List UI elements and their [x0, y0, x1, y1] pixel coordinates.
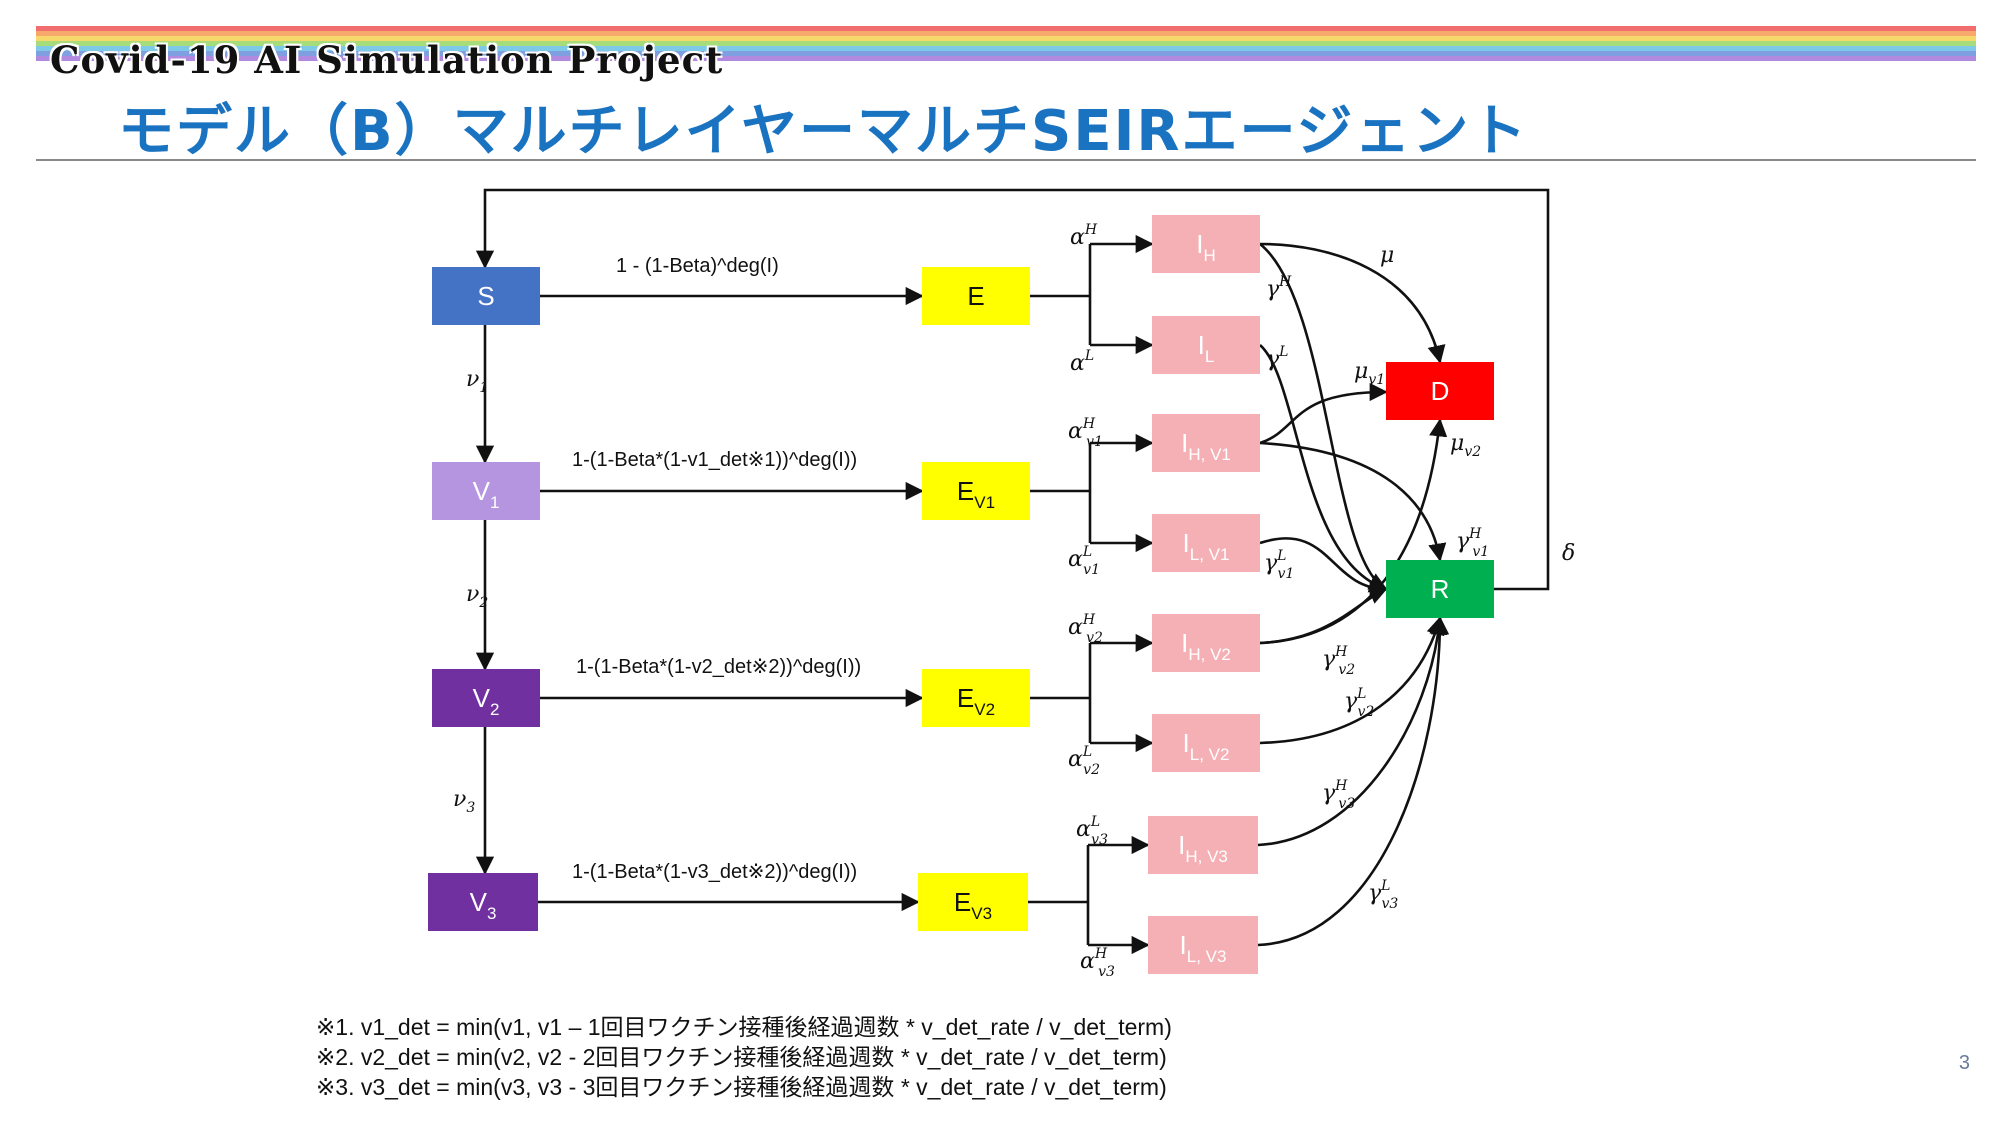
infection-label-v1: 1-(1-Beta*(1-v1_det※1))^deg(I)) [572, 449, 857, 471]
footnote-2: ※2. v2_det = min(v2, v2 - 2回目ワクチン接種後経過週数… [316, 1044, 1167, 1070]
curve-ilv1-to-r [1259, 537, 1388, 599]
rainbow-stripe [36, 36, 1976, 41]
curve-ilv2-to-r [1259, 616, 1445, 745]
page-number: 3 [1958, 1052, 1970, 1074]
node-box [1152, 414, 1260, 472]
node-box [1152, 316, 1260, 374]
node-v1: V1 [432, 462, 540, 520]
node-box [918, 873, 1028, 931]
node-ev1: EV1 [922, 462, 1030, 520]
infection-label-v3: 1-(1-Beta*(1-v3_det※2))^deg(I)) [572, 861, 857, 883]
node-box [432, 267, 540, 325]
label-gamma-h: γH [1266, 274, 1292, 302]
footnotes: ※1. v1_det = min(v1, v1 – 1回目ワクチン接種後経過週数… [316, 1012, 1172, 1102]
node-box [922, 462, 1030, 520]
project-title: Covid-19 AI Simulation Project [50, 38, 724, 82]
node-box [1386, 362, 1494, 420]
node-box [428, 873, 538, 931]
node-box [1152, 614, 1260, 672]
node-ev2: EV2 [922, 669, 1030, 727]
node-v3: V3 [428, 873, 538, 931]
curve-ihv3-to-r [1257, 616, 1448, 847]
node-label: E [967, 281, 984, 311]
rainbow-stripe [36, 41, 1976, 46]
node-box [1152, 514, 1260, 572]
node-box [922, 669, 1030, 727]
node-ihv1: IH, V1 [1152, 414, 1260, 472]
label-alpha-l: αL [1070, 348, 1094, 376]
label-delta: δ [1562, 541, 1575, 566]
node-label: S [477, 281, 494, 311]
rainbow-stripe [36, 46, 1976, 51]
footnote-3: ※3. v3_det = min(v3, v3 - 3回目ワクチン接種後経過週数… [316, 1074, 1167, 1100]
node-ilv3: IL, V3 [1148, 916, 1258, 974]
rainbow-banner [36, 26, 1976, 90]
arrow-r-to-s [475, 188, 1550, 591]
node-ihv3: IH, V3 [1148, 816, 1258, 874]
footnote-1: ※1. v1_det = min(v1, v1 – 1回目ワクチン接種後経過週数… [316, 1014, 1172, 1040]
node-ilv2: IL, V2 [1152, 714, 1260, 772]
node-e: E [922, 267, 1030, 325]
node-d: D [1386, 362, 1494, 420]
node-ilv1: IL, V1 [1152, 514, 1260, 572]
label-mu-v1: μv1 [1354, 359, 1385, 388]
node-box [1152, 714, 1260, 772]
rainbow-stripe [36, 31, 1976, 36]
label-alpha-h: αH [1070, 222, 1098, 250]
node-box [1152, 215, 1260, 273]
node-label: D [1431, 376, 1450, 406]
label-mu-v2: μv2 [1450, 431, 1481, 460]
node-box [922, 267, 1030, 325]
curve-il-to-r [1259, 344, 1388, 593]
curve-ihv1-to-r [1259, 441, 1447, 562]
rainbow-stripe [36, 51, 1976, 56]
node-box [1148, 816, 1258, 874]
node-il: IL [1152, 316, 1260, 374]
slide-title: モデル（B）マルチレイヤーマルチSEIRエージェント [118, 99, 1529, 164]
node-box [432, 669, 540, 727]
label-gamma-l: γL [1266, 344, 1288, 372]
infection-label-s: 1 - (1-Beta)^deg(I) [616, 255, 779, 277]
node-box [432, 462, 540, 520]
curve-ih-to-d [1259, 242, 1446, 364]
node-ih: IH [1152, 215, 1260, 273]
label-nu3: ν3 [453, 787, 475, 816]
label-mu: μ [1380, 243, 1394, 268]
curve-ih-to-r [1259, 242, 1388, 591]
curve-ihv2-to-r [1259, 587, 1388, 645]
node-v2: V2 [432, 669, 540, 727]
curve-ilv3-to-r [1257, 616, 1450, 947]
node-ev3: EV3 [918, 873, 1028, 931]
infection-label-v2: 1-(1-Beta*(1-v2_det※2))^deg(I)) [576, 656, 861, 678]
node-s: S [432, 267, 540, 325]
rainbow-stripe [36, 56, 1976, 61]
title-divider [36, 159, 1976, 161]
node-r: R [1386, 560, 1494, 618]
node-box [1148, 916, 1258, 974]
rainbow-stripe [36, 26, 1976, 31]
curve-ihv1-to-d [1259, 382, 1388, 445]
node-box [1386, 560, 1494, 618]
node-ihv2: IH, V2 [1152, 614, 1260, 672]
node-label: R [1431, 574, 1450, 604]
